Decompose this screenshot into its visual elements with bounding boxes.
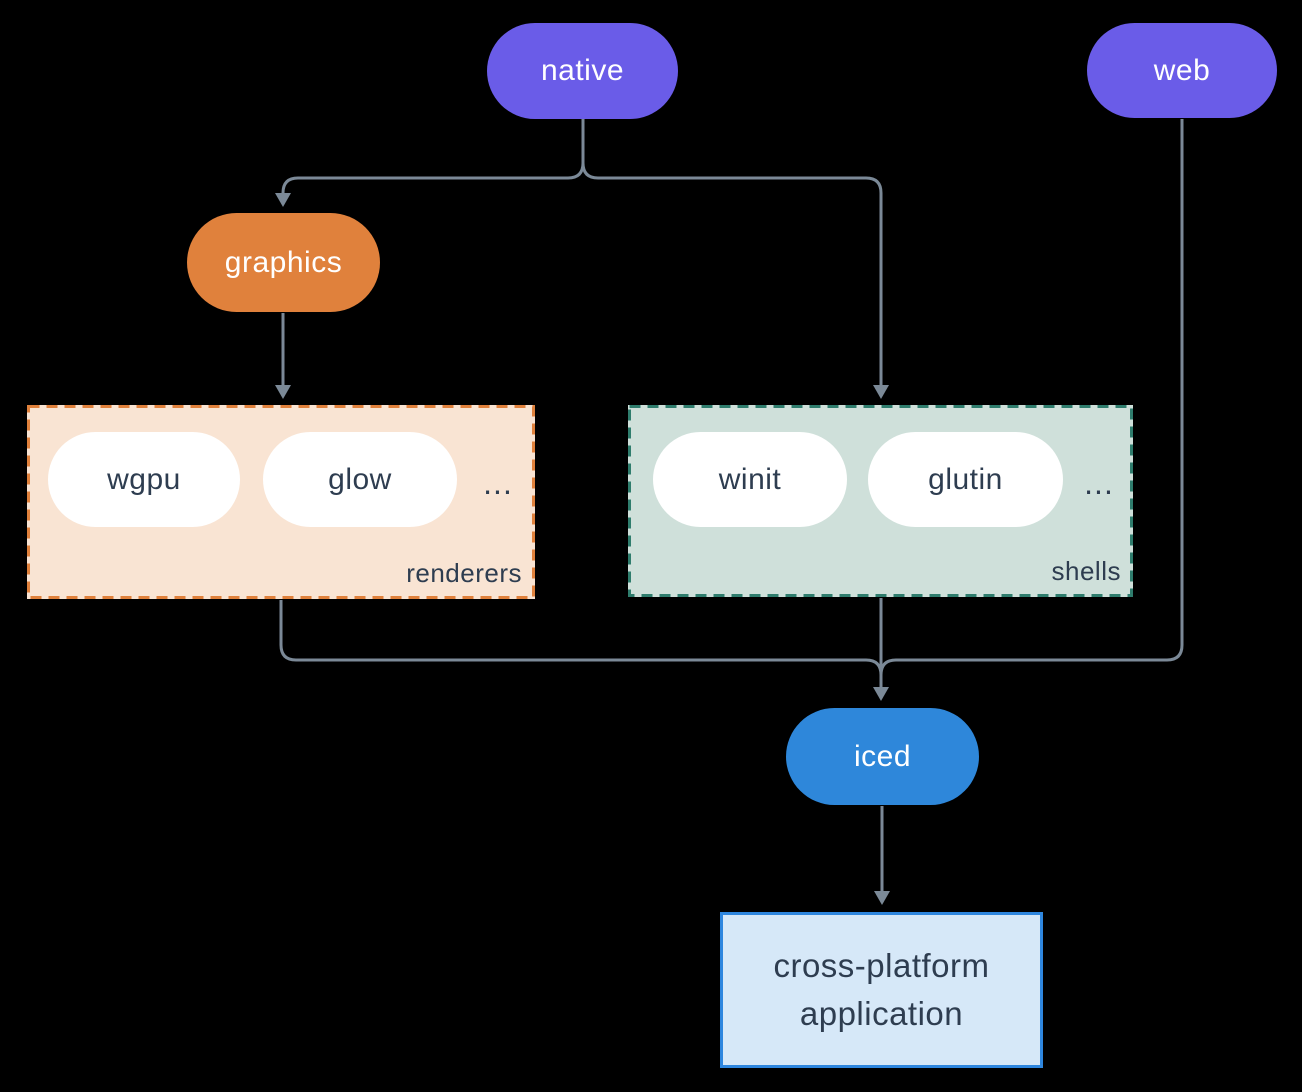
node-winit-label: winit bbox=[718, 462, 782, 496]
node-wgpu: wgpu bbox=[48, 432, 240, 527]
edge-native-graphics bbox=[281, 119, 585, 194]
node-winit: winit bbox=[653, 432, 847, 527]
arrowhead-to-shells bbox=[873, 385, 889, 399]
arrowhead-to-graphics bbox=[275, 193, 291, 207]
shells-ellipsis: ... bbox=[1084, 464, 1114, 501]
renderers-ellipsis: ... bbox=[483, 464, 513, 501]
node-iced-label: iced bbox=[853, 739, 912, 773]
node-graphics-label: graphics bbox=[224, 245, 343, 279]
node-web-label: web bbox=[1153, 53, 1211, 87]
group-shells: winit glutin ... shells bbox=[628, 405, 1133, 597]
node-glutin-label: glutin bbox=[928, 462, 1003, 496]
renderers-dashed-border bbox=[27, 405, 535, 599]
node-cross-platform-application: cross-platform application bbox=[720, 912, 1043, 1068]
shells-dashed-border bbox=[628, 405, 1133, 597]
node-iced: iced bbox=[786, 708, 979, 805]
edge-web-iced bbox=[879, 119, 1184, 676]
node-glutin: glutin bbox=[868, 432, 1063, 527]
arrowhead-to-application bbox=[874, 891, 890, 905]
renderers-group-label: renderers bbox=[406, 558, 522, 588]
shells-group-label: shells bbox=[1051, 556, 1121, 586]
node-native-label: native bbox=[540, 54, 625, 87]
application-label-line2: application bbox=[799, 995, 964, 1032]
arrowhead-to-iced bbox=[873, 687, 889, 701]
node-web: web bbox=[1087, 23, 1277, 118]
edge-renderers-iced bbox=[279, 600, 883, 688]
node-glow: glow bbox=[263, 432, 457, 527]
node-glow-label: glow bbox=[328, 462, 392, 496]
group-renderers: wgpu glow ... renderers bbox=[27, 405, 535, 599]
edge-native-shells bbox=[581, 162, 883, 387]
application-label-line1: cross-platform bbox=[773, 947, 990, 984]
arrowhead-to-renderers bbox=[275, 385, 291, 399]
node-wgpu-label: wgpu bbox=[107, 462, 181, 496]
node-graphics: graphics bbox=[187, 213, 380, 312]
node-native: native bbox=[487, 23, 678, 119]
